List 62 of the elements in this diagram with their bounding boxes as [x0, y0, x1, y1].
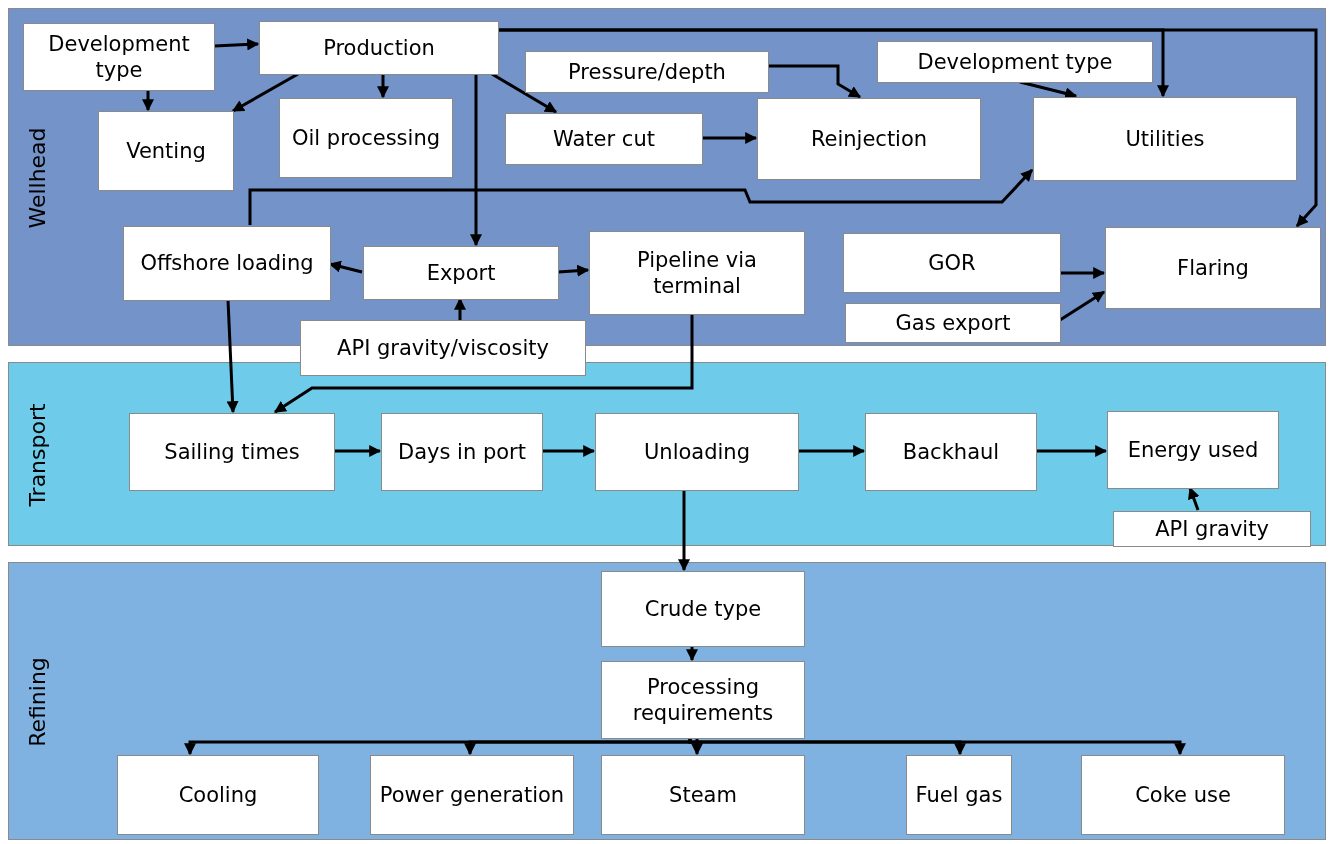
process-box: Utilities [1033, 97, 1297, 181]
arrow [377, 74, 389, 99]
arrow [1059, 290, 1105, 322]
process-box: Power generation [370, 755, 574, 835]
process-box: API gravity/viscosity [300, 320, 586, 376]
arrow [557, 264, 590, 277]
arrow [491, 72, 558, 114]
arrow [686, 646, 698, 662]
stage-band [8, 362, 1326, 546]
process-box: Oil processing [279, 98, 453, 178]
process-box: Fuel gas [906, 755, 1012, 835]
process-box: Days in port [381, 413, 543, 491]
process-box: Production [259, 21, 499, 75]
arrow [454, 297, 466, 320]
arrow [678, 490, 690, 572]
process-box: Pipeline via terminal [589, 231, 805, 315]
process-box: Unloading [595, 413, 799, 491]
process-box: Offshore loading [123, 226, 331, 301]
arrow [231, 72, 299, 113]
arrow [470, 74, 482, 247]
arrow [1036, 445, 1108, 457]
arrow [226, 299, 239, 414]
arrow [798, 445, 866, 457]
stage-band [8, 562, 1326, 840]
arrow [1188, 486, 1200, 511]
arrow [142, 90, 154, 112]
process-box: Gas export [845, 303, 1061, 343]
process-box: Energy used [1107, 411, 1279, 489]
arrow [691, 738, 703, 756]
arrow [334, 445, 382, 457]
band-title: Wellhead [24, 127, 50, 229]
process-box: Development type [23, 23, 215, 91]
arrow [702, 132, 758, 144]
process-box: Pressure/depth [525, 51, 769, 93]
process-box: Venting [98, 111, 234, 191]
arrow [464, 738, 692, 756]
process-box: Processing requirements [601, 661, 805, 739]
process-box: Steam [601, 755, 805, 835]
process-box: Water cut [505, 113, 703, 165]
arrow [1060, 267, 1106, 279]
process-box: Export [363, 246, 559, 300]
arrow [328, 260, 363, 274]
arrow [213, 38, 260, 51]
process-box: Coke use [1081, 755, 1285, 835]
arrow [498, 28, 1318, 227]
arrow [768, 64, 862, 99]
band-title: Refining [24, 657, 50, 747]
arrow [688, 737, 1186, 756]
process-box: Sailing times [129, 413, 335, 491]
arrow [542, 445, 596, 457]
process-box: Cooling [117, 755, 319, 835]
process-box: Flaring [1105, 227, 1321, 309]
process-box: Backhaul [865, 413, 1037, 491]
process-box: API gravity [1113, 511, 1311, 547]
band-title: Transport [24, 403, 50, 507]
process-box: GOR [843, 233, 1061, 293]
arrow [1019, 80, 1078, 100]
process-box: Crude type [601, 571, 805, 647]
arrow [248, 168, 1034, 225]
process-box: Development type [877, 41, 1153, 83]
arrow [274, 314, 694, 414]
process-box: Reinjection [757, 98, 981, 180]
